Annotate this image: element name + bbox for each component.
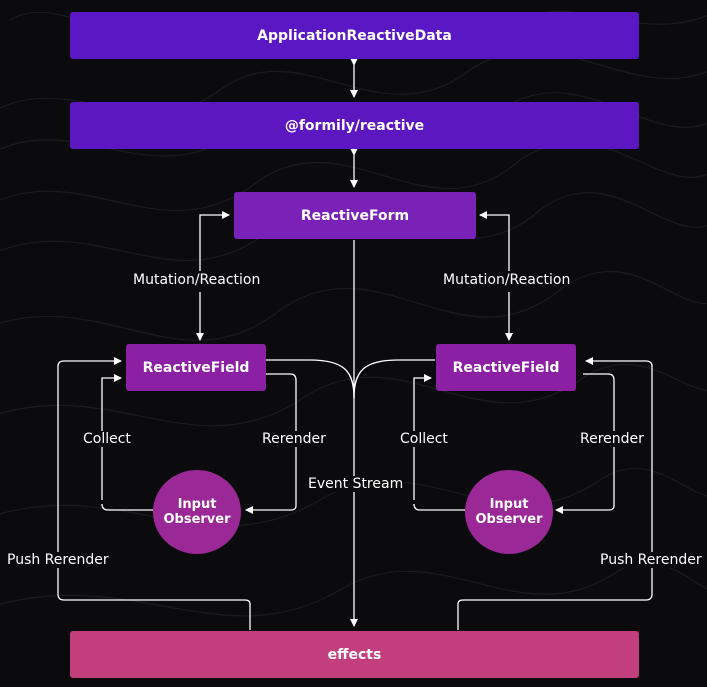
reactive-field-right-node: ReactiveField [436,344,576,391]
node-label: ApplicationReactiveData [257,27,452,44]
reactive-field-left-node: ReactiveField [126,344,266,391]
push-rerender-left-label: Push Rerender [6,552,110,568]
input-observer-left-node: Input Observer [153,470,241,554]
observer-line-2: Observer [163,512,231,527]
event-stream-curve-right [353,359,435,399]
connectors [57,58,653,630]
line-collect-right-bottom [413,503,465,511]
arrow-collect-left [101,374,122,500]
node-label: ReactiveField [452,359,560,376]
arrow-push-rerender-left [57,357,251,630]
node-label: @formily/reactive [284,117,425,134]
event-stream-curve-left [266,359,355,399]
reactive-form-node: ReactiveForm [234,192,476,239]
formily-reactive-node: @formily/reactive [70,102,639,149]
rerender-left-label: Rerender [261,431,327,447]
effects-node: effects [70,631,639,678]
rerender-right-label: Rerender [579,431,645,447]
observer-line-1: Input [177,497,217,512]
arrow-collect-right [413,374,432,500]
mutation-reaction-right-label: Mutation/Reaction [443,272,571,288]
observer-line-2: Observer [475,512,543,527]
push-rerender-right-label: Push Rerender [599,552,703,568]
background-contours [0,10,707,617]
event-stream-label: Event Stream [306,476,406,492]
line-collect-left-bottom [101,503,153,511]
arrow-push-rerender-right [457,357,653,630]
collect-right-label: Collect [399,431,449,447]
arrow-mutation-right-top [479,211,510,271]
mutation-reaction-left-label: Mutation/Reaction [133,272,261,288]
application-reactive-data-node: ApplicationReactiveData [70,12,639,59]
input-observer-right-node: Input Observer [465,470,553,554]
arrow-mutation-left-top [199,211,230,271]
collect-left-label: Collect [82,431,132,447]
node-label: ReactiveField [142,359,250,376]
node-label: effects [327,646,382,663]
observer-line-1: Input [489,497,529,512]
node-label: ReactiveForm [300,207,410,224]
